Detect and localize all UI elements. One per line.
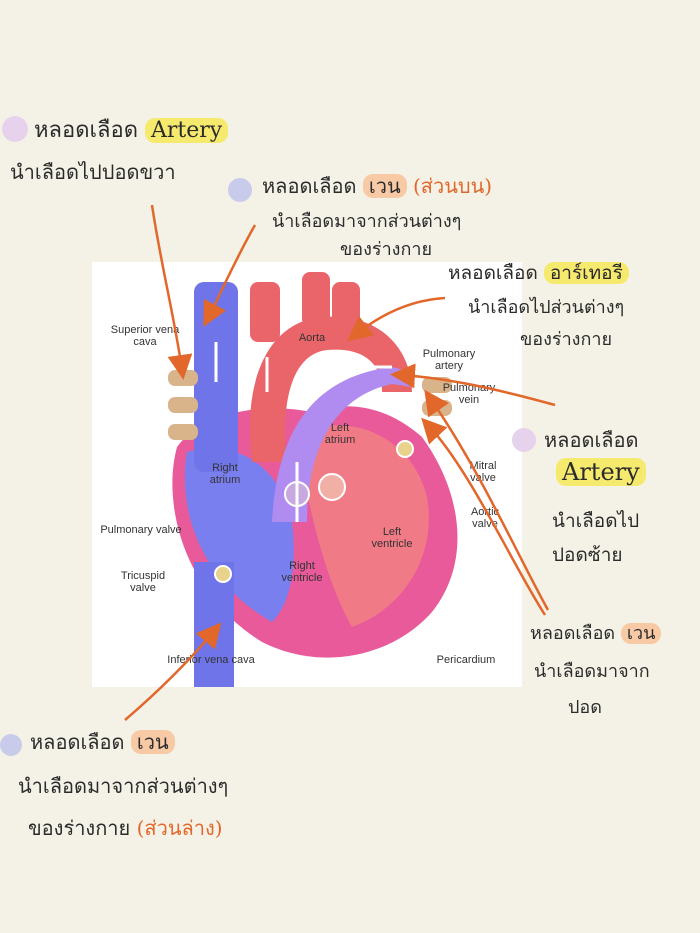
aortic-valve-shape xyxy=(318,473,346,501)
label-tricuspid-valve: Tricuspid valve xyxy=(120,570,166,594)
label-inferior-vena-cava: Inferior vena cava xyxy=(167,654,255,666)
mitral-valve-shape xyxy=(396,440,414,458)
pulmonary-vein-left-2 xyxy=(168,397,198,413)
annotation-prefix: หลอดเลือด xyxy=(262,174,357,198)
annotation-vein-upper-desc1: นำเลือดมาจากส่วนต่างๆ xyxy=(272,211,462,232)
heart-diagram xyxy=(168,272,458,687)
annotation-tag-artery: Artery xyxy=(556,458,646,486)
label-pulmonary-vein: Pulmonary vein xyxy=(442,382,496,406)
annotation-artery-left-lung-tag: Artery xyxy=(556,458,646,486)
annotation-artery-body-desc1: นำเลือดไปส่วนต่างๆ xyxy=(468,297,625,318)
tricuspid-valve-shape xyxy=(214,565,232,583)
label-pulmonary-valve: Pulmonary valve xyxy=(100,524,182,536)
bullet-dot xyxy=(228,178,252,202)
pulmonary-artery-shape xyxy=(272,367,412,522)
label-pericardium: Pericardium xyxy=(436,654,496,666)
aorta-branch-2 xyxy=(302,272,330,327)
annotation-tag-vein: เวน xyxy=(362,174,407,198)
annotation-artery-left-lung-prefix: หลอดเลือด xyxy=(544,428,639,452)
label-aorta: Aorta xyxy=(298,332,326,344)
annotation-artery-left-lung-desc1: นำเลือดไป xyxy=(552,510,640,532)
annotation-artery-body-desc2: ของร่างกาย xyxy=(520,329,613,350)
bullet-dot xyxy=(512,428,536,452)
annotation-vein-lower-desc2-row: ของร่างกาย (ส่วนล่าง) xyxy=(28,812,223,844)
aorta-branch-1 xyxy=(250,282,280,342)
bullet-dot xyxy=(0,734,22,756)
heart-diagram-panel: Superior vena cava Aorta Pulmonary arter… xyxy=(92,262,522,687)
annotation-vein-lung-title: หลอดเลือด เวน xyxy=(530,618,662,647)
annotation-artery-right-lung-title: หลอดเลือด Artery xyxy=(34,112,229,147)
annotation-artery-left-lung-desc2: ปอดซ้าย xyxy=(552,544,623,566)
label-right-ventricle: Right ventricle xyxy=(281,560,323,584)
annotation-vein-upper-title: หลอดเลือด เวน (ส่วนบน) xyxy=(262,170,492,202)
annotation-vein-lower-desc1: นำเลือดมาจากส่วนต่างๆ xyxy=(18,774,229,798)
annotation-tag-vein: เวน xyxy=(620,623,662,644)
aorta-shape xyxy=(249,316,412,462)
annotation-tag-artery-thai: อาร์เทอรี xyxy=(543,262,629,284)
annotation-vein-lower-title: หลอดเลือด เวน xyxy=(30,726,175,758)
label-left-atrium: Left atrium xyxy=(324,422,356,446)
annotation-vein-upper-desc2: ของร่างกาย xyxy=(340,239,433,260)
label-superior-vena-cava: Superior vena cava xyxy=(110,324,180,348)
pulmonary-vein-left-3 xyxy=(168,424,198,440)
annotation-tag-vein: เวน xyxy=(130,730,175,754)
label-mitral-valve: Mitral valve xyxy=(469,460,497,484)
label-aortic-valve: Aortic valve xyxy=(470,506,500,530)
annotation-suffix-upper: (ส่วนบน) xyxy=(413,174,493,198)
annotation-prefix: หลอดเลือด xyxy=(448,262,538,284)
annotation-artery-body-title: หลอดเลือด อาร์เทอรี xyxy=(448,258,629,288)
annotation-vein-lung-desc1: นำเลือดมาจาก xyxy=(534,661,650,682)
annotation-prefix: หลอดเลือด xyxy=(30,730,125,754)
label-right-atrium: Right atrium xyxy=(209,462,241,486)
annotation-prefix: หลอดเลือด xyxy=(530,623,616,644)
annotation-suffix-lower: (ส่วนล่าง) xyxy=(136,816,223,840)
aorta-branch-3 xyxy=(332,282,360,332)
pulmonary-vein-left-1 xyxy=(168,370,198,386)
label-left-ventricle: Left ventricle xyxy=(371,526,413,550)
annotation-artery-right-lung-desc: นำเลือดไปปอดขวา xyxy=(10,160,176,184)
annotation-vein-lower-desc2: ของร่างกาย xyxy=(28,816,131,840)
annotation-vein-lung-desc2: ปอด xyxy=(568,697,602,718)
right-chambers-shape xyxy=(184,448,294,622)
label-pulmonary-artery: Pulmonary artery xyxy=(422,348,476,372)
bullet-dot xyxy=(2,116,28,142)
annotation-prefix: หลอดเลือด xyxy=(34,118,138,143)
annotation-tag-artery: Artery xyxy=(144,118,229,143)
